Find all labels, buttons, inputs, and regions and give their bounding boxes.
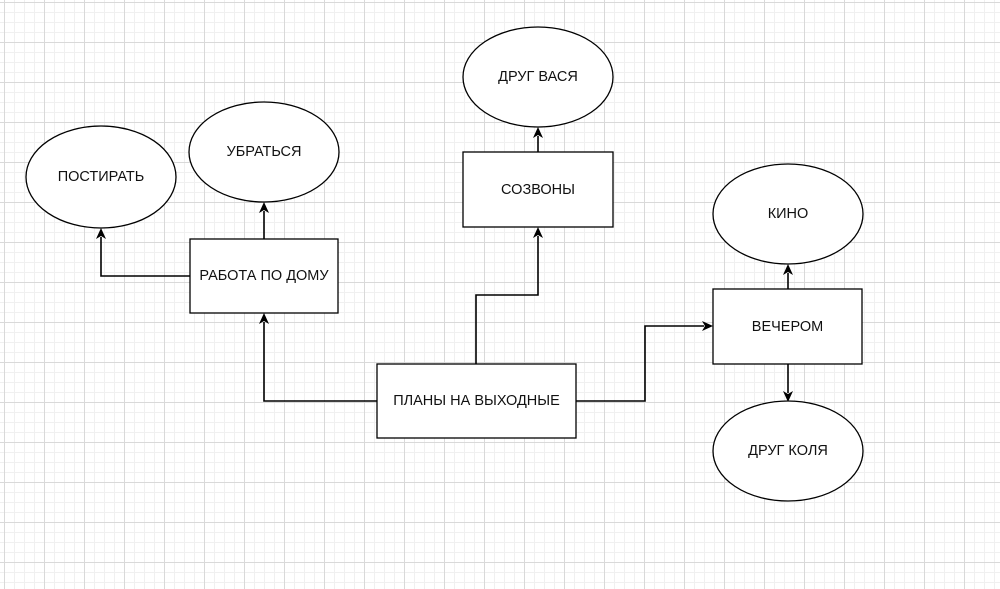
edge-plany-vecherom[interactable] <box>576 325 704 402</box>
node-ubratsya[interactable] <box>188 101 340 203</box>
node-postirat[interactable] <box>25 125 177 229</box>
arrowhead-vecherom <box>702 321 713 331</box>
arrowhead-kino <box>783 264 793 275</box>
node-sozvony[interactable] <box>462 151 614 228</box>
arrowhead-rabota <box>259 313 269 324</box>
node-rabota-po-domu[interactable] <box>189 238 339 314</box>
edge-plany-sozvony[interactable] <box>475 236 539 364</box>
arrowhead-sozvony <box>533 227 543 238</box>
arrowhead-postirat <box>96 228 106 239</box>
node-vecherom[interactable] <box>712 288 863 365</box>
node-plany-na-vykhodnye[interactable] <box>376 363 577 439</box>
edges <box>96 127 793 402</box>
edge-plany-rabota[interactable] <box>263 322 377 402</box>
arrowhead-drug-vasya <box>533 127 543 138</box>
node-drug-vasya[interactable] <box>462 26 614 128</box>
node-kino[interactable] <box>712 163 864 265</box>
edge-rabota-postirat[interactable] <box>100 237 190 277</box>
arrowhead-drug-kolya <box>783 391 793 402</box>
node-drug-kolya[interactable] <box>712 400 864 502</box>
nodes <box>25 26 864 502</box>
arrowhead-ubratsya <box>259 202 269 213</box>
